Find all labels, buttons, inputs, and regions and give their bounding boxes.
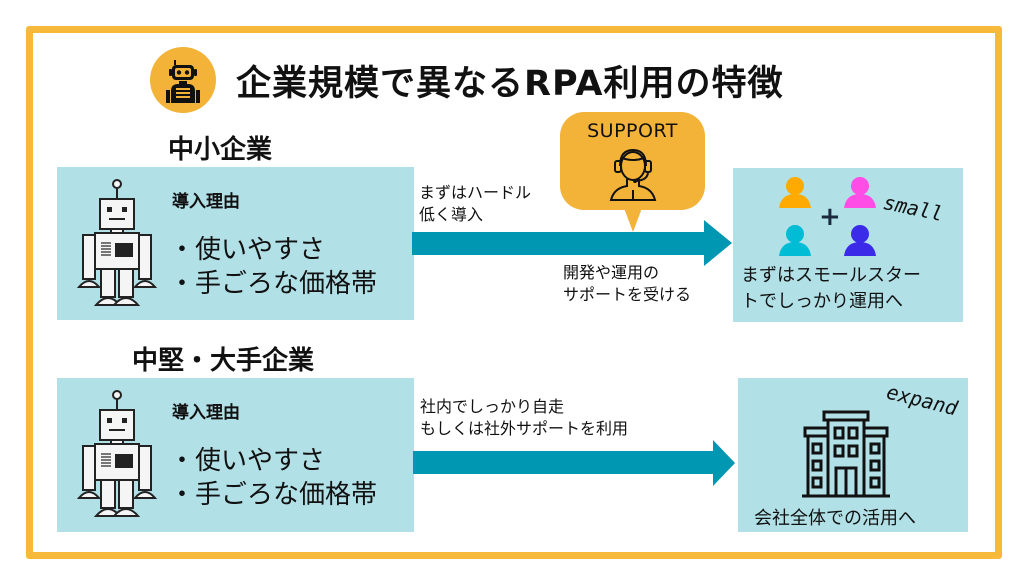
reason-box-large-enterprise: 導入理由 ・使いやすさ ・手ごろな価格帯 — [57, 378, 414, 532]
reason-box-small-business: 導入理由 ・使いやすさ ・手ごろな価格帯 — [57, 167, 414, 320]
robot-icon — [77, 390, 157, 517]
support-bubble-tail — [624, 208, 642, 232]
section-label-large-enterprise: 中堅・大手企業 — [132, 346, 315, 376]
people-group-icon — [779, 177, 876, 256]
result-box-large-enterprise: expand 会社全体での活用へ — [738, 378, 968, 532]
reason-item: ・手ごろな価格帯 — [169, 480, 378, 510]
arrow-top-note: まずはハードル 低く導入 — [419, 183, 532, 224]
reason-item: ・手ごろな価格帯 — [169, 269, 378, 299]
reason-item: ・使いやすさ — [169, 446, 326, 476]
reason-heading: 導入理由 — [172, 403, 240, 423]
script-word-expand: expand — [884, 379, 961, 421]
robot-icon — [150, 47, 216, 113]
reason-item: ・使いやすさ — [169, 235, 326, 265]
title-bar: 企業規模で異なるRPA利用の特徴 — [150, 44, 783, 116]
flow-arrow — [412, 220, 732, 266]
result-text: まずはスモールスター トでしっかり運用へ — [741, 265, 921, 312]
plus-sign: + — [819, 202, 841, 232]
arrow-bottom-note: 開発や運用の サポートを受ける — [563, 263, 692, 304]
person-icon — [779, 225, 811, 256]
section-label-small-business: 中小企業 — [168, 135, 273, 165]
office-building-icon — [802, 410, 890, 498]
outer-frame — [26, 26, 1002, 559]
support-bubble: SUPPORT — [560, 112, 705, 210]
arrow-top-note: 社内でしっかり自走 もしくは社外サポートを利用 — [420, 397, 629, 438]
flow-arrow — [413, 440, 735, 486]
robot-icon — [77, 179, 157, 306]
result-text: 会社全体での活用へ — [754, 508, 916, 529]
page-title: 企業規模で異なるRPA利用の特徴 — [236, 63, 784, 104]
person-icon — [844, 177, 876, 208]
person-icon — [779, 177, 811, 208]
support-label: SUPPORT — [587, 120, 678, 142]
reason-heading: 導入理由 — [172, 192, 240, 212]
person-icon — [844, 225, 876, 256]
headset-support-icon — [609, 148, 657, 201]
result-box-small-business: + small まずはスモールスター トでしっかり運用へ — [733, 168, 963, 322]
